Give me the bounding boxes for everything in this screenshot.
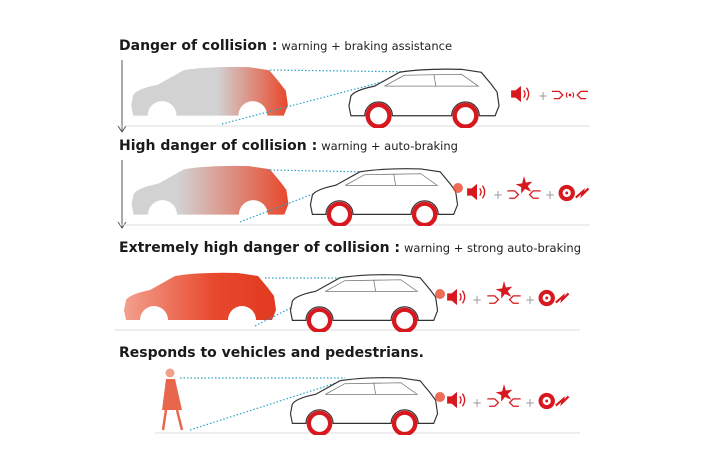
ego-vehicle (310, 169, 457, 225)
brake-light (435, 289, 445, 299)
pedestrian (161, 368, 184, 431)
plus-sign: + (493, 188, 503, 202)
warning-sound-icon (446, 288, 466, 306)
warning-sound-icon (466, 183, 486, 201)
plus-sign: + (525, 293, 535, 307)
row-2-detail: warning + auto-braking (321, 139, 458, 153)
row-3-heading: Extremely high danger of collision : (119, 240, 401, 256)
row-4-heading: Responds to vehicles and pedestrians. (119, 345, 424, 361)
plus-sign: + (538, 89, 548, 103)
progression-arrow (117, 60, 127, 229)
auto-braking-icon (557, 183, 590, 203)
row-3-title: Extremely high danger of collision : war… (119, 240, 581, 256)
strong-auto-braking-icon (537, 288, 570, 308)
row-2-title: High danger of collision : warning + aut… (119, 138, 458, 154)
collision-impact-icon (506, 176, 542, 199)
vehicle-ahead (124, 272, 276, 320)
warning-sound-icon (446, 391, 466, 409)
plus-sign: + (545, 188, 555, 202)
row-2-heading: High danger of collision : (119, 138, 318, 154)
ego-vehicle (290, 378, 437, 434)
plus-sign: + (472, 293, 482, 307)
row-1-detail: warning + braking assistance (281, 39, 453, 53)
warning-sound-icon (510, 85, 530, 103)
strong-auto-braking-icon (537, 391, 570, 411)
plus-sign: + (472, 396, 482, 410)
ego-vehicle (290, 275, 437, 331)
row-4-scene: + + (155, 368, 580, 435)
plus-sign: + (525, 396, 535, 410)
sensor-beams (221, 69, 421, 125)
vehicle-ahead (131, 66, 288, 116)
collision-impact-icon (486, 281, 522, 304)
ego-vehicle (349, 69, 499, 126)
row-1-scene: + (120, 67, 590, 127)
row-3-detail: warning + strong auto-braking (404, 241, 582, 255)
row-1-title: Danger of collision : warning + braking … (119, 38, 452, 54)
sensor-beams (180, 377, 346, 431)
row-4-title: Responds to vehicles and pedestrians. (119, 345, 424, 361)
brake-light (435, 392, 445, 402)
braking-assistance-icon (551, 90, 589, 100)
collision-impact-icon (486, 384, 522, 407)
row-2-scene: + + (120, 165, 590, 225)
row-1-heading: Danger of collision : (119, 38, 278, 54)
row-3-scene: + + (115, 273, 580, 331)
brake-light (453, 183, 463, 193)
vehicle-ahead (131, 165, 289, 215)
